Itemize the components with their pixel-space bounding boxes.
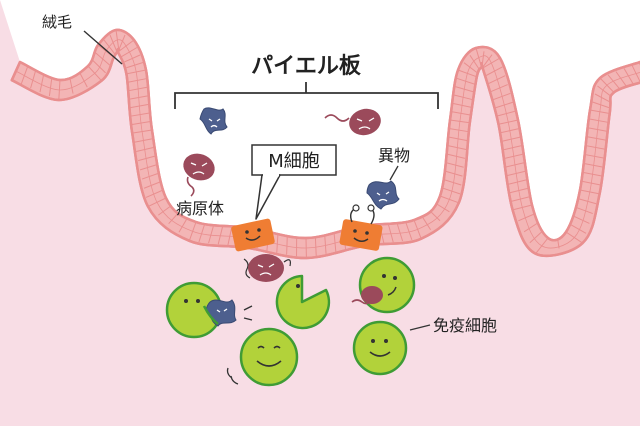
immune-cell-pacman [275,274,331,330]
immune-cell-label: 免疫細胞 [433,316,497,335]
foreign-body-blue-1 [199,107,228,135]
peyers-patch-bracket [174,82,439,109]
foreign-body-blue-2 [366,180,400,210]
villus-label: 絨毛 [42,13,72,31]
immune-cell-smiling [352,320,408,376]
immune-cell-with-pathogen [351,256,416,314]
m-cell-label: M細胞 [268,151,320,172]
immune-cell-eating-pathogen [165,281,253,339]
intestinal-lumen [0,0,640,241]
peyers-patch-label: パイエル板 [251,54,362,79]
foreign-body-pointer [389,165,399,181]
m-cell-right [339,204,383,251]
foreign-body-label: 異物 [378,146,410,165]
pathogen-red-1 [324,108,381,136]
villus-pointer-line [83,30,123,65]
m-cell-callout [251,144,337,220]
pathogen-red-transiting [243,254,291,282]
pathogen-red-2 [183,153,215,197]
immune-cell-happy [226,327,299,387]
pathogen-label: 病原体 [176,199,224,218]
m-cell-left [231,218,275,252]
immune-cell-pointer [409,324,431,331]
